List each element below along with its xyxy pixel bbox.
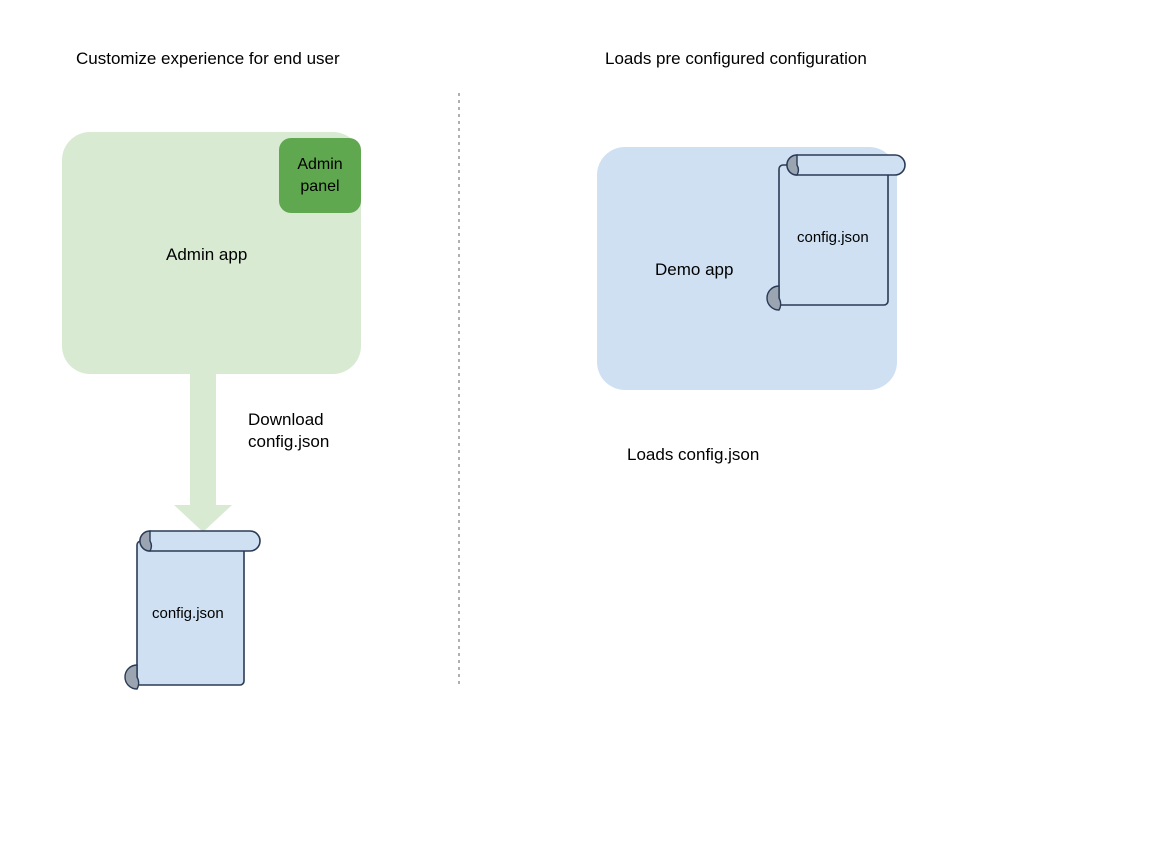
demo-app-label: Demo app: [655, 260, 734, 279]
config-json-label-right: config.json: [797, 229, 869, 246]
left-column-title: Customize experience for end user: [76, 49, 340, 68]
right-column-title: Loads pre configured configuration: [605, 49, 867, 68]
admin-app-label: Admin app: [166, 245, 248, 264]
vertical-dotted-divider-icon: [458, 93, 460, 686]
down-arrow-icon: [174, 370, 232, 532]
config-json-document-left[interactable]: [120, 525, 268, 693]
loads-config-caption: Loads config.json: [627, 445, 760, 464]
admin-panel-label: Admin panel: [297, 155, 343, 195]
config-json-label-left: config.json: [152, 605, 224, 622]
download-arrow-caption: Download config.json: [248, 410, 330, 451]
config-json-document-right[interactable]: [762, 150, 912, 316]
admin-panel-box[interactable]: Admin panel: [279, 138, 361, 213]
